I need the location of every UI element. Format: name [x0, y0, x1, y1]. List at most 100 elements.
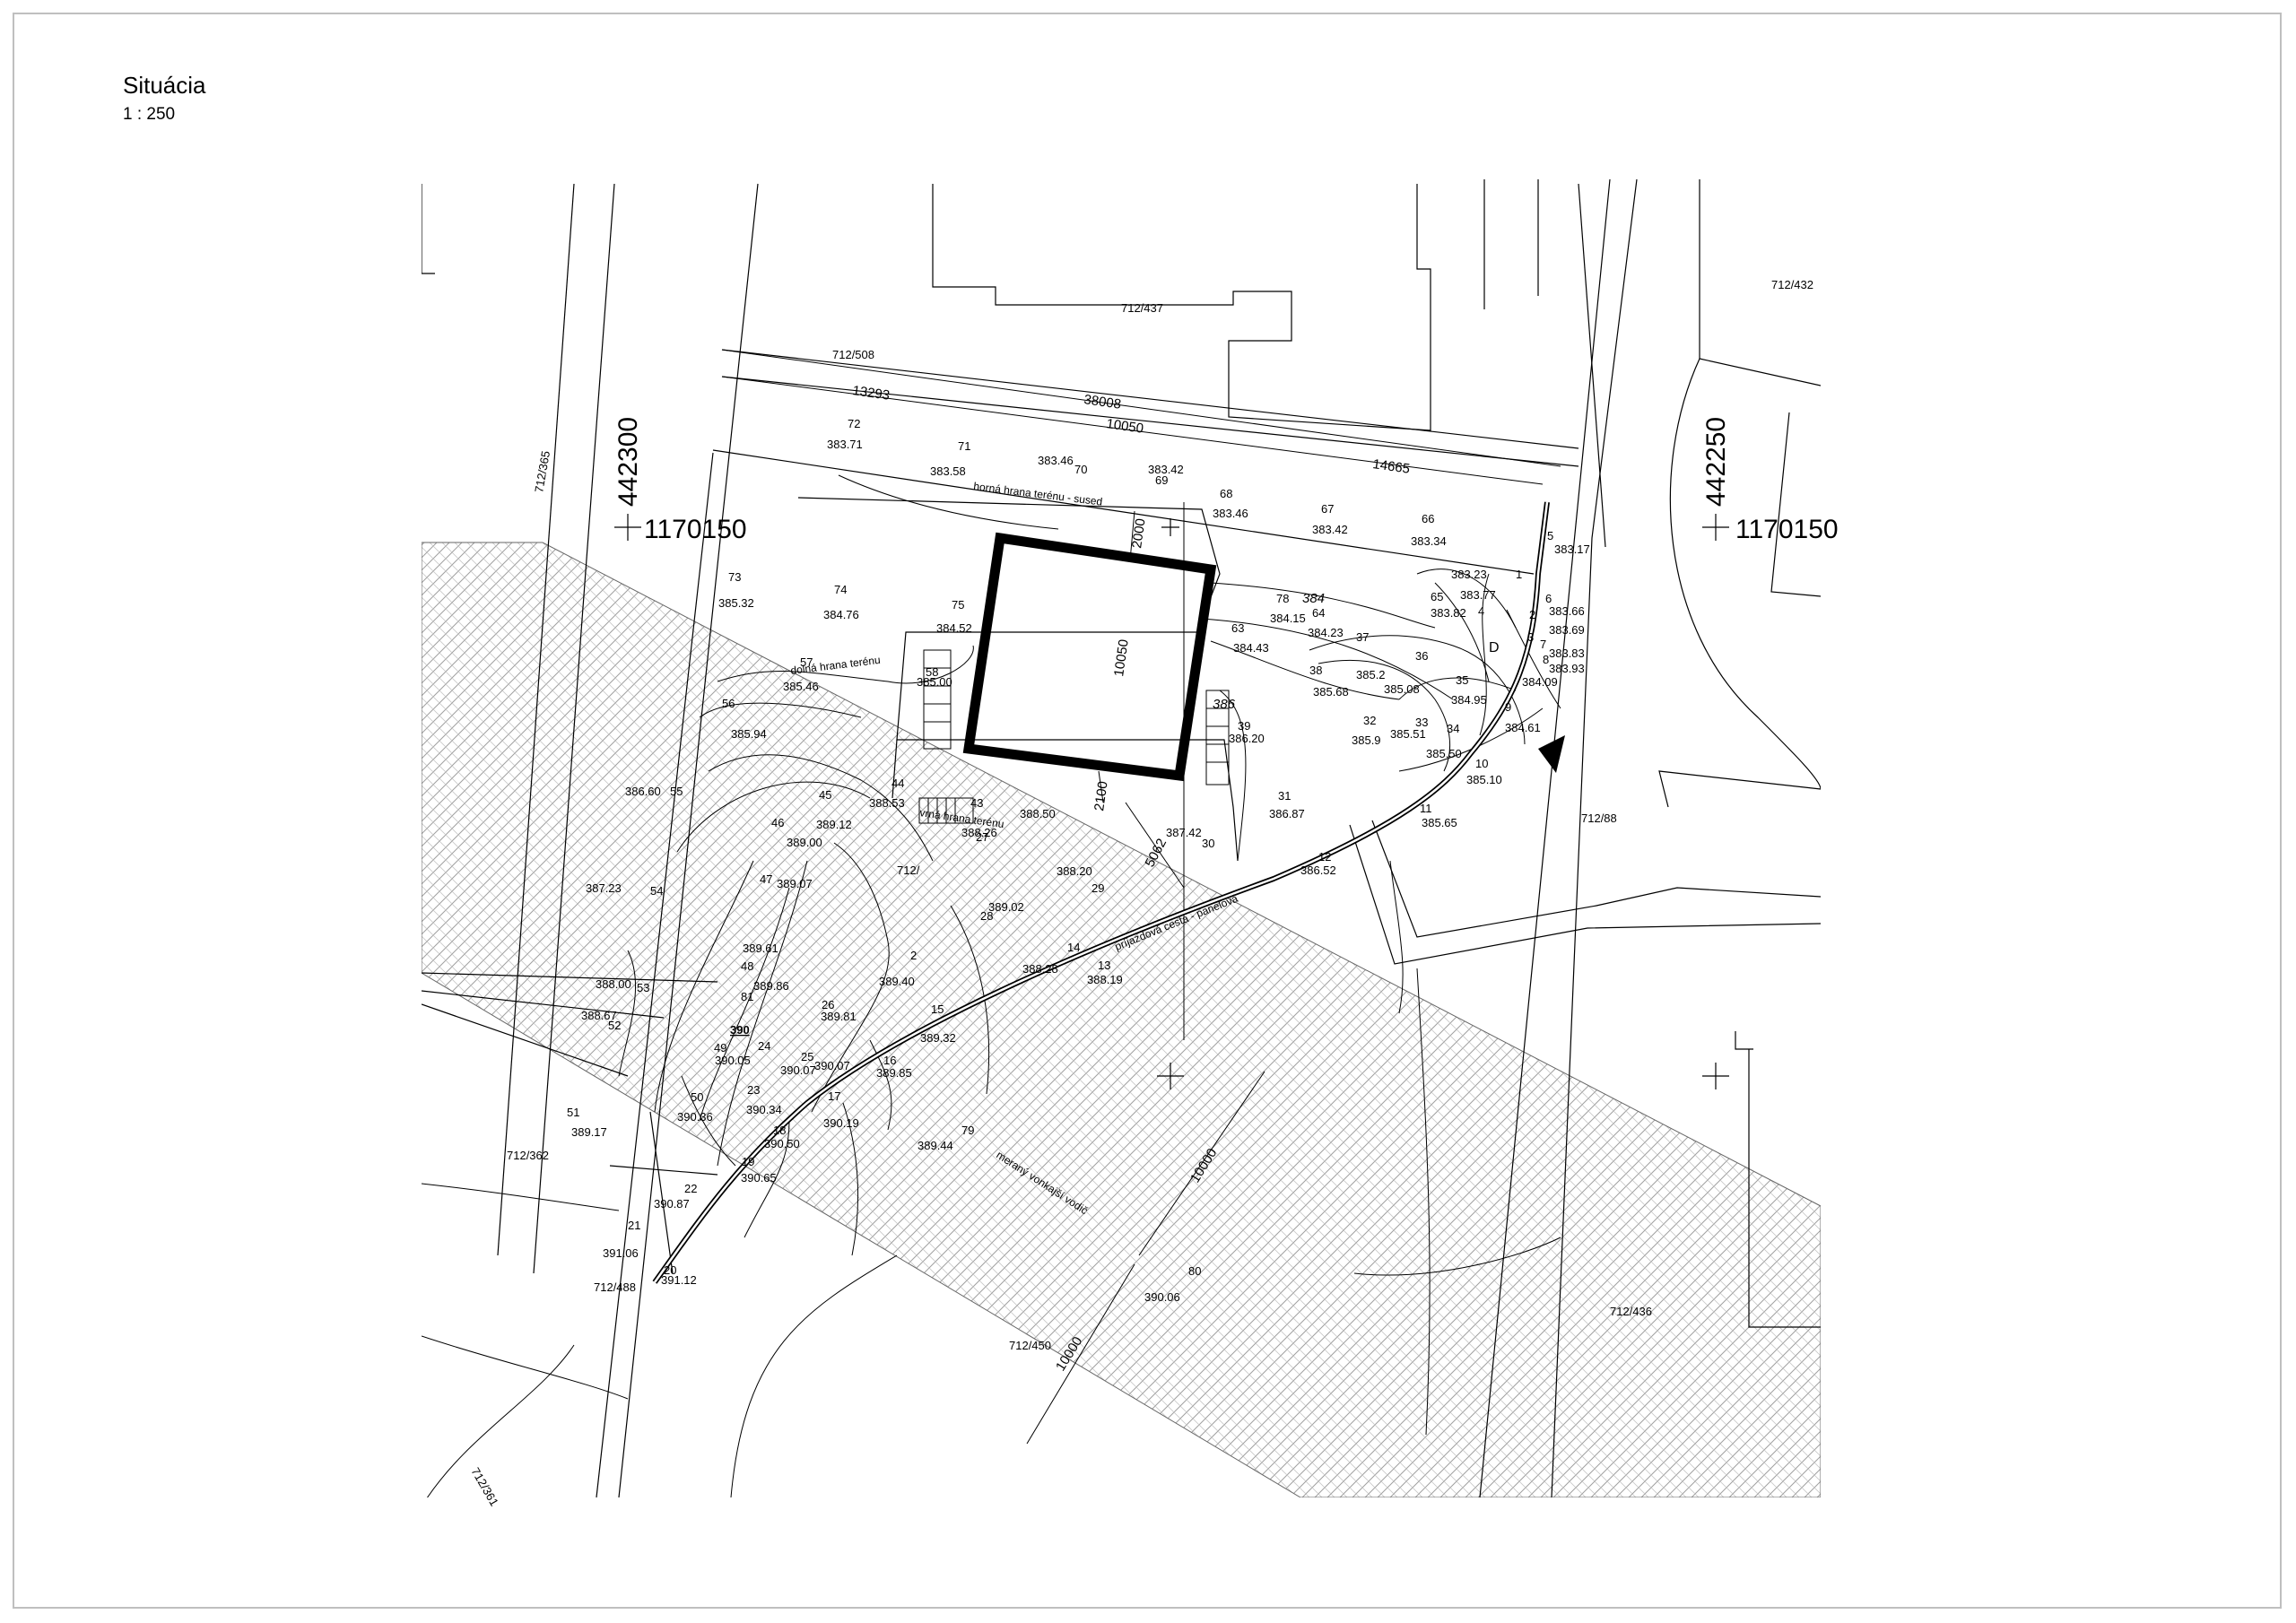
- point-number: 29: [1091, 881, 1104, 895]
- point-elevation: 386.20: [1229, 732, 1265, 745]
- point-number: 12: [1318, 850, 1331, 864]
- point-number: 17: [828, 1089, 840, 1103]
- drawing-scale: 1 : 250: [123, 105, 176, 124]
- point-elevation: 388.28: [1022, 962, 1058, 976]
- point-elevation: 386.60: [625, 785, 661, 798]
- point-number: 30: [1202, 837, 1214, 850]
- parcel-lines: [422, 178, 1821, 1497]
- point-number: 1: [1516, 568, 1522, 581]
- point-number: 5: [1547, 529, 1553, 542]
- drawing-title: Situácia: [123, 72, 206, 99]
- point-number: 48: [741, 959, 753, 973]
- point-elevation: 390.50: [764, 1137, 800, 1150]
- point-elevation: 390.07: [814, 1059, 850, 1072]
- dimension-label: 13293: [851, 383, 891, 404]
- contour-label: 384: [1302, 591, 1325, 606]
- parcel-label: 712/: [897, 864, 920, 877]
- point-elevation: 390.06: [1144, 1290, 1180, 1304]
- point-elevation: 388.19: [1087, 973, 1123, 986]
- point-number: 21: [628, 1219, 640, 1232]
- point-number: 35: [1456, 673, 1468, 687]
- point-elevation: 385.65: [1422, 816, 1457, 829]
- point-number: 7: [1540, 638, 1546, 651]
- point-elevation: 383.77: [1460, 588, 1496, 602]
- annotation-label-d: D: [1489, 640, 1500, 655]
- point-elevation: 389.17: [571, 1125, 607, 1139]
- point-elevation: 389.44: [918, 1139, 953, 1152]
- point-elevation: 384.23: [1308, 626, 1344, 639]
- stairs: [918, 649, 1230, 824]
- proposed-building: [962, 532, 1217, 782]
- point-elevation: 383.83: [1549, 647, 1585, 660]
- point-number: 25: [801, 1050, 813, 1063]
- point-number: 9: [1505, 700, 1511, 714]
- point-elevation: 389.00: [787, 836, 822, 849]
- point-number: 6: [1545, 592, 1552, 605]
- point-number: 75: [952, 598, 964, 612]
- point-number: 54: [650, 884, 663, 898]
- contour-label: 386: [1213, 697, 1236, 712]
- point-elevation: 385.00: [917, 675, 952, 689]
- point-elevation: 387.42: [1166, 826, 1202, 839]
- point-number: 26: [822, 998, 834, 1011]
- point-number: 73: [728, 570, 741, 584]
- coord-right-northing: 1170150: [1735, 515, 1839, 544]
- point-elevation: 384.52: [936, 621, 972, 635]
- dimension-label: 5062: [1143, 836, 1170, 869]
- point-number: 39: [1238, 719, 1250, 733]
- point-number: 3: [1527, 630, 1534, 644]
- point-number: 31: [1278, 789, 1291, 803]
- parcel-label: 712/361: [468, 1465, 500, 1508]
- point-elevation: 384.61: [1505, 721, 1541, 734]
- point-elevation: 389.81: [821, 1010, 857, 1023]
- point-number: 8: [1543, 653, 1549, 666]
- point-elevation: 385.50: [1426, 747, 1462, 760]
- point-number: 2: [1529, 608, 1535, 621]
- point-number: 78: [1276, 592, 1289, 605]
- point-elevation: 385.08: [1384, 682, 1420, 696]
- point-number: 51: [567, 1106, 579, 1119]
- point-elevation: 388.20: [1057, 864, 1092, 878]
- point-number: 49: [714, 1041, 726, 1055]
- point-number: 52: [608, 1019, 621, 1032]
- point-elevation: 390.05: [715, 1054, 751, 1067]
- point-number: 43: [970, 796, 983, 810]
- point-elevation: 388.50: [1020, 807, 1056, 820]
- point-number: 11: [1420, 802, 1432, 815]
- point-elevation: 389.40: [879, 975, 915, 988]
- point-number: 14: [1067, 941, 1080, 954]
- point-number: 22: [684, 1182, 697, 1195]
- point-number: 2: [910, 949, 917, 962]
- point-elevation: 383.82: [1431, 606, 1466, 620]
- point-elevation: 389.32: [920, 1031, 956, 1045]
- point-elevation: 388.53: [869, 796, 905, 810]
- sheet-frame: [13, 13, 2282, 1609]
- point-elevation: 383.66: [1549, 604, 1585, 618]
- point-number: 57: [800, 655, 813, 669]
- point-number: 67: [1321, 502, 1334, 516]
- point-number: 13: [1098, 959, 1110, 972]
- annotation-upper-terrain-neighbor: horná hrana terénu - sused: [973, 480, 1103, 508]
- point-elevation: 385.94: [731, 727, 767, 741]
- point-elevation: 391.12: [661, 1273, 697, 1287]
- grid-crosses: [614, 514, 1729, 1089]
- point-elevation: 390: [730, 1023, 750, 1037]
- point-number: 50: [691, 1090, 703, 1104]
- point-elevation: 386.52: [1300, 864, 1336, 877]
- point-number: 37: [1356, 630, 1369, 644]
- point-number: 16: [883, 1054, 896, 1067]
- dimension-label: 38008: [1083, 392, 1122, 412]
- point-number: 56: [722, 697, 735, 710]
- contour-lines: [422, 474, 1561, 1497]
- point-elevation: 384.95: [1451, 693, 1487, 707]
- point-elevation: 385.46: [783, 680, 819, 693]
- point-number: 80: [1188, 1264, 1201, 1278]
- point-number: 72: [848, 417, 860, 430]
- point-elevation: 389.85: [876, 1066, 912, 1080]
- dimension-label: 2000: [1129, 517, 1148, 549]
- point-number: 53: [637, 981, 649, 994]
- point-elevation: 385.9: [1352, 733, 1381, 747]
- coord-right-easting: 442250: [1701, 417, 1731, 507]
